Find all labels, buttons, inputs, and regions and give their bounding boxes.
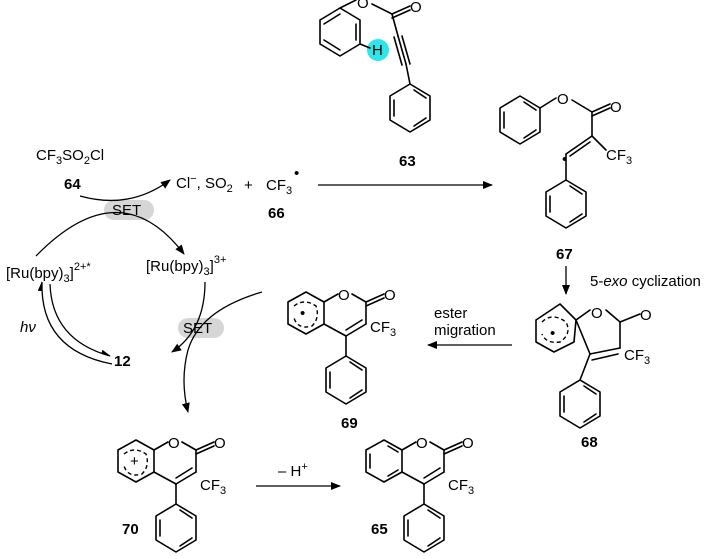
atom-O-70b: O [214, 435, 226, 452]
atom-O-68b: O [640, 307, 652, 324]
set-badge-top [104, 200, 154, 220]
atom-O-69b: O [384, 287, 396, 304]
cf3-68: CF3 [624, 347, 650, 367]
compound-63-structure [319, 0, 431, 133]
compound-label-70: 70 [122, 521, 139, 538]
compound-68-structure [535, 303, 641, 429]
atom-H-label: H [372, 42, 383, 59]
hv-label: hν [20, 319, 36, 336]
compound-label-65: 65 [371, 521, 388, 538]
compound-label-68: 68 [581, 434, 598, 451]
compound-label-64: 64 [64, 176, 81, 193]
radical-dot-68: • [550, 325, 555, 342]
highlighted-hydrogen [367, 39, 389, 61]
radical-dot-67: • [562, 151, 567, 168]
ester-migration-line1: ester [434, 305, 467, 322]
plus-sign: + [244, 177, 253, 194]
arrow-ru-excited-to-ru3 [35, 211, 185, 257]
atom-O-67b: O [610, 99, 622, 116]
cf3-69: CF3 [370, 319, 396, 339]
ester-migration-line2: migration [434, 322, 496, 339]
reagent-cf3-radical: CF3 [266, 177, 292, 197]
compound-label-67: 67 [556, 246, 573, 263]
atom-O-63: O [357, 0, 369, 12]
atom-O-63b: O [410, 0, 422, 16]
arrow-hv-return [49, 283, 111, 357]
arrow-ru3-to-12 [171, 281, 206, 353]
compound-70-structure [117, 439, 215, 553]
compound-label-63: 63 [399, 153, 416, 170]
arrow-64-to-byproducts [79, 179, 171, 202]
compound-69-structure [287, 291, 385, 405]
atom-O-65: O [416, 435, 428, 452]
set-badge-bottom [178, 318, 224, 338]
ru-oxidized: [Ru(bpy)3]3+ [146, 254, 226, 278]
compound-67-structure [499, 95, 611, 229]
atom-O-67: O [557, 91, 569, 108]
cf3-67: CF3 [606, 147, 632, 167]
cyclization-label: 5-exo cyclization [590, 273, 701, 290]
cf3-70: CF3 [200, 477, 226, 497]
byproducts-cl-so2: Cl−, SO2 [176, 173, 233, 195]
atom-O-65b: O [462, 435, 474, 452]
reagent-cf3so2cl: CF3SO2Cl [36, 147, 104, 167]
compound-65-structure [365, 439, 463, 553]
cf3-radical-dot: • [294, 165, 299, 182]
compound-label-69: 69 [341, 415, 358, 432]
set-label-bottom: SET [183, 320, 212, 337]
cf3-65: CF3 [448, 477, 474, 497]
radical-dot-69: • [300, 305, 305, 322]
compound-label-66: 66 [268, 205, 285, 222]
deprotonation-label: – H+ [278, 461, 308, 480]
atom-O-70: O [168, 435, 180, 452]
compound-label-12: 12 [114, 353, 131, 370]
atom-O-69: O [338, 287, 350, 304]
atom-O-68: O [591, 305, 603, 322]
arrow-69-to-70 [181, 291, 263, 413]
arrow-hv-excitation [37, 281, 113, 365]
cation-plus-70: + [130, 453, 139, 470]
ru-excited: [Ru(bpy)3]2+* [6, 261, 91, 285]
